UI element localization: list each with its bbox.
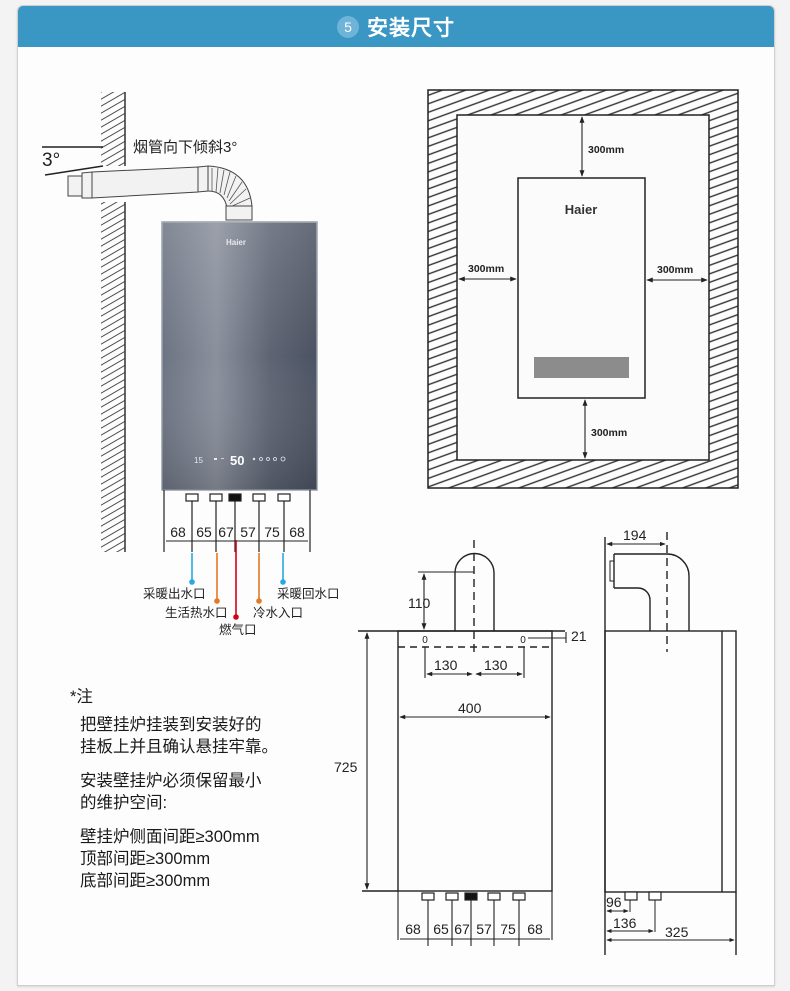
- angle-label: 3°: [42, 150, 60, 171]
- port-spacing-labels: 68 65 67 57 75 68: [170, 524, 305, 540]
- side-view-drawing: [604, 532, 737, 955]
- installation-notes: *注 把壁挂炉挂装到安装好的 挂板上并且确认悬挂牢靠。 安装壁挂炉必须保留最小 …: [70, 686, 330, 892]
- spacing-label: 57: [240, 524, 256, 540]
- flue-slope-note: 烟管向下倾斜3°: [133, 139, 237, 156]
- total-depth-label: 325: [665, 924, 689, 940]
- right-clearance-label: 300mm: [657, 264, 693, 276]
- flue-height-label: 110: [408, 595, 431, 611]
- port-label-hot-water: 生活热水口: [165, 606, 228, 620]
- port-label-gas: 燃气口: [219, 622, 257, 637]
- note-mounting: 把壁挂炉挂装到安装好的 挂板上并且确认悬挂牢靠。: [80, 714, 330, 758]
- boiler-display-panel: 15 50: [194, 453, 286, 468]
- display-temperature-readout: 50: [230, 453, 244, 468]
- flue-diagram: 3° 烟管向下倾斜3° Haier 15 50: [42, 92, 340, 637]
- wall-hatch: [101, 92, 125, 552]
- spacing-label: 65: [433, 921, 449, 937]
- bottom-clearance-requirement: 底部间距≥300mm: [80, 872, 211, 890]
- spacing-label: 67: [454, 921, 470, 937]
- spacing-label: 57: [476, 921, 492, 937]
- port-dimension-lines: [163, 490, 311, 552]
- width-label: 400: [458, 700, 482, 716]
- right-hole-distance-label: 130: [484, 657, 508, 673]
- spacing-label: 67: [218, 524, 234, 540]
- svg-text:0: 0: [422, 635, 428, 646]
- svg-text:0: 0: [520, 635, 526, 646]
- flue-pipe: [67, 165, 253, 221]
- port-label-cold-water: 冷水入口: [253, 606, 303, 620]
- notes-heading: *注: [70, 688, 93, 706]
- port-label-heating-return: 采暖回水口: [277, 587, 340, 601]
- boiler-brand-logo: Haier: [226, 238, 246, 247]
- clearance-diagram: Haier 300mm 300mm 300mm 300mm: [427, 89, 739, 489]
- side-clearance-requirement: 壁挂炉侧面间距≥300mm: [80, 828, 260, 846]
- height-label: 725: [334, 759, 358, 775]
- port1-depth-label: 96: [606, 894, 622, 910]
- note-line: 把壁挂炉挂装到安装好的: [80, 716, 262, 734]
- bottom-clearance-label: 300mm: [591, 427, 627, 439]
- step-number-badge: 5: [337, 15, 359, 38]
- spacing-label: 68: [527, 921, 543, 937]
- spacing-label: 75: [500, 921, 516, 937]
- flue-depth-label: 194: [623, 527, 647, 543]
- top-clearance-requirement: 顶部间距≥300mm: [80, 850, 211, 868]
- boiler-ports: [185, 493, 291, 502]
- note-line: 挂板上并且确认悬挂牢靠。: [80, 738, 278, 756]
- port-leaders: [189, 540, 286, 620]
- spacing-label: 75: [264, 524, 280, 540]
- spacing-label: 65: [196, 524, 212, 540]
- note-line: 安装壁挂炉必须保留最小: [80, 772, 262, 790]
- clearance-requirements: 壁挂炉侧面间距≥300mm 顶部间距≥300mm 底部间距≥300mm: [80, 826, 330, 892]
- note-maintenance-space: 安装壁挂炉必须保留最小 的维护空间:: [80, 770, 330, 814]
- spacing-label: 68: [405, 921, 421, 937]
- port-labels: 采暖出水口 生活热水口 燃气口 冷水入口 采暖回水口: [143, 587, 340, 637]
- spacing-label: 68: [289, 524, 305, 540]
- angle-line-sloped: [44, 165, 104, 176]
- spacing-label: 68: [170, 524, 186, 540]
- note-line: 的维护空间:: [80, 794, 168, 812]
- mount-offset-label: 21: [571, 628, 587, 644]
- clearance-brand-logo: Haier: [565, 202, 598, 217]
- section-title: 安装尺寸: [367, 16, 455, 40]
- top-clearance-label: 300mm: [588, 144, 624, 156]
- display-bar: [534, 357, 629, 378]
- front-view-labels: 110 21 130 130 400 725 68 65 67 57 75 68: [334, 595, 587, 937]
- section-header: 5 安装尺寸: [18, 6, 774, 47]
- side-view-labels: 194 96 136 325: [606, 527, 689, 940]
- display-small-readout: 15: [194, 456, 203, 465]
- left-clearance-label: 300mm: [468, 263, 504, 275]
- boiler-unit: Haier 15 50: [161, 221, 318, 491]
- left-hole-distance-label: 130: [434, 657, 458, 673]
- port2-depth-label: 136: [613, 915, 637, 931]
- front-view-drawing: 0 0: [358, 540, 567, 946]
- port-label-heating-outlet: 采暖出水口: [143, 587, 206, 601]
